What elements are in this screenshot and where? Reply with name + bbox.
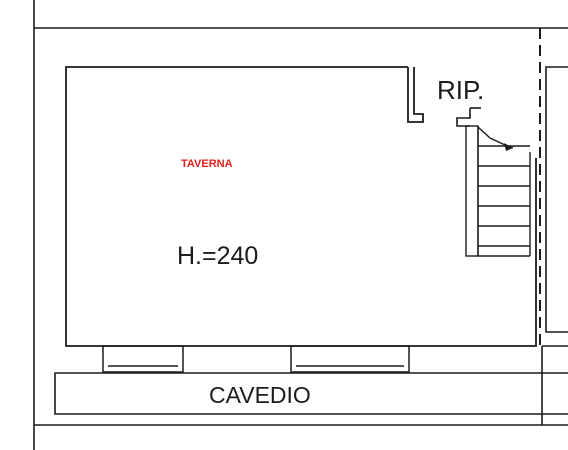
room-name-courtyard: CAVEDIO (209, 382, 311, 408)
taverna-walls (65, 66, 537, 347)
room-name-storage: RIP. (437, 75, 484, 105)
window-left (102, 345, 184, 373)
staircase (465, 125, 531, 257)
storage-walls (456, 107, 481, 127)
window-right (290, 345, 410, 373)
exterior-walls (33, 0, 568, 450)
room-name-taverna: TAVERNA (181, 158, 233, 170)
adjacent-walls (541, 66, 568, 425)
courtyard-outline (54, 372, 568, 415)
room-height-label: H.=240 (177, 242, 258, 270)
